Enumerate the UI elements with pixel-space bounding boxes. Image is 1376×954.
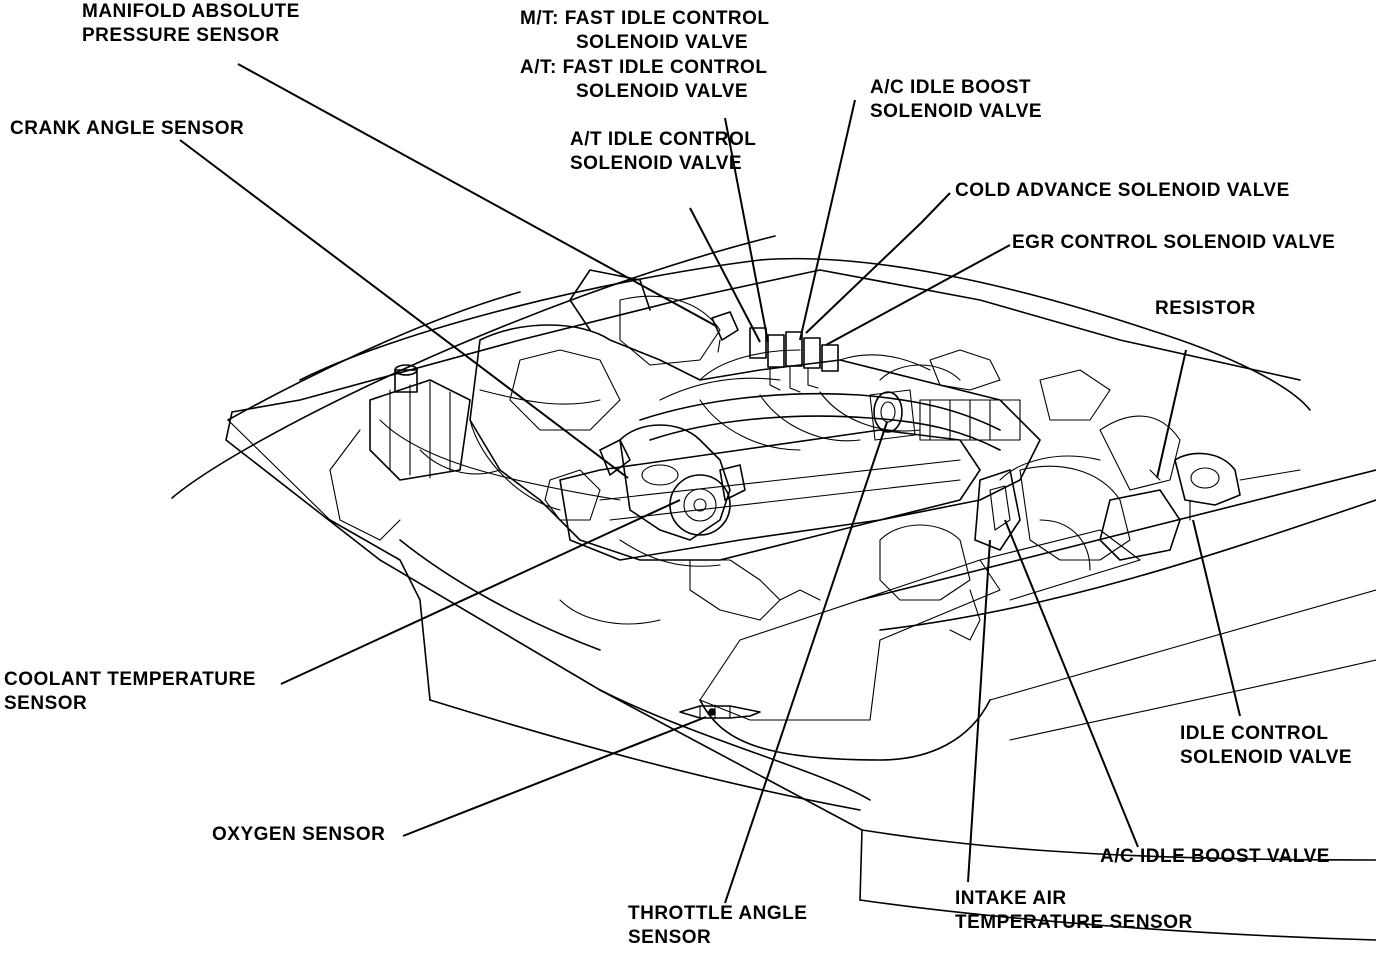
label-intake-air-temp-line-2: TEMPERATURE SENSOR (955, 912, 1193, 933)
label-ac-idle-boost-valve: A/C IDLE BOOST VALVE (1100, 845, 1330, 869)
leader-egr-control (825, 244, 1011, 346)
label-map-sensor: MANIFOLD ABSOLUTE PRESSURE SENSOR (82, 0, 300, 48)
label-coolant-temp-line-1: COOLANT TEMPERATURE (4, 669, 256, 690)
leader-resistor (1156, 349, 1187, 479)
label-fast-idle-mt-line-1: M/T: FAST IDLE CONTROL (520, 8, 770, 29)
leader-cold-advance (805, 192, 951, 334)
label-throttle-angle: THROTTLE ANGLE SENSOR (628, 902, 807, 950)
label-resistor-line-1: RESISTOR (1155, 298, 1256, 319)
label-throttle-angle-line-1: THROTTLE ANGLE (628, 903, 808, 924)
leader-map-sensor (237, 63, 717, 327)
leader-oxygen-sensor (402, 716, 707, 837)
leader-throttle-angle (724, 421, 888, 904)
label-egr-control: EGR CONTROL SOLENOID VALVE (1012, 231, 1335, 255)
leader-intake-air-temp (967, 539, 991, 883)
label-oxygen-sensor: OXYGEN SENSOR (212, 823, 385, 847)
label-resistor: RESISTOR (1155, 297, 1256, 321)
label-cold-advance-line-1: COLD ADVANCE SOLENOID VALVE (955, 180, 1290, 201)
engine-bay-drawing (171, 235, 1376, 941)
label-ac-idle-boost-solenoid-line-1: A/C IDLE BOOST (870, 77, 1032, 98)
label-fast-idle-at: A/T: FAST IDLE CONTROL SOLENOID VALVE (520, 56, 767, 104)
label-fast-idle-at-line-2: SOLENOID VALVE (576, 81, 749, 102)
leader-ac-idle-boost-valve (1004, 519, 1139, 848)
label-ac-idle-boost-valve-line-1: A/C IDLE BOOST VALVE (1100, 846, 1330, 867)
label-oxygen-sensor-line-1: OXYGEN SENSOR (212, 824, 386, 845)
label-ac-idle-boost-solenoid-line-2: SOLENOID VALVE (870, 101, 1043, 122)
leader-at-idle-control (689, 207, 761, 343)
leader-coolant-temp (280, 499, 681, 685)
label-idle-control-solenoid-line-1: IDLE CONTROL (1180, 723, 1329, 744)
label-idle-control-solenoid: IDLE CONTROL SOLENOID VALVE (1180, 722, 1352, 770)
label-map-sensor-line-2: PRESSURE SENSOR (82, 25, 280, 46)
label-at-idle-control: A/T IDLE CONTROL SOLENOID VALVE (570, 128, 756, 176)
label-coolant-temp-line-2: SENSOR (4, 693, 88, 714)
label-fast-idle-mt: M/T: FAST IDLE CONTROL SOLENOID VALVE (520, 7, 770, 55)
label-crank-angle: CRANK ANGLE SENSOR (10, 117, 244, 141)
label-map-sensor-line-1: MANIFOLD ABSOLUTE (82, 1, 300, 22)
leader-lines (179, 63, 1241, 904)
leader-crank-angle (179, 139, 629, 479)
label-intake-air-temp: INTAKE AIR TEMPERATURE SENSOR (955, 887, 1193, 935)
label-fast-idle-mt-line-2: SOLENOID VALVE (576, 32, 749, 53)
label-throttle-angle-line-2: SENSOR (628, 927, 712, 948)
label-intake-air-temp-line-1: INTAKE AIR (955, 888, 1067, 909)
label-fast-idle-at-line-1: A/T: FAST IDLE CONTROL (520, 57, 768, 78)
leader-ac-idle-boost-solenoid (799, 99, 856, 341)
label-at-idle-control-line-2: SOLENOID VALVE (570, 153, 743, 174)
label-coolant-temp: COOLANT TEMPERATURE SENSOR (4, 668, 256, 716)
label-at-idle-control-line-1: A/T IDLE CONTROL (570, 129, 757, 150)
leader-idle-control (1192, 519, 1241, 717)
label-idle-control-solenoid-line-2: SOLENOID VALVE (1180, 747, 1353, 768)
label-crank-angle-line-1: CRANK ANGLE SENSOR (10, 118, 245, 139)
label-cold-advance: COLD ADVANCE SOLENOID VALVE (955, 179, 1290, 203)
label-egr-control-line-1: EGR CONTROL SOLENOID VALVE (1012, 232, 1336, 253)
label-ac-idle-boost-solenoid: A/C IDLE BOOST SOLENOID VALVE (870, 76, 1042, 124)
leader-fast-idle (724, 117, 769, 343)
